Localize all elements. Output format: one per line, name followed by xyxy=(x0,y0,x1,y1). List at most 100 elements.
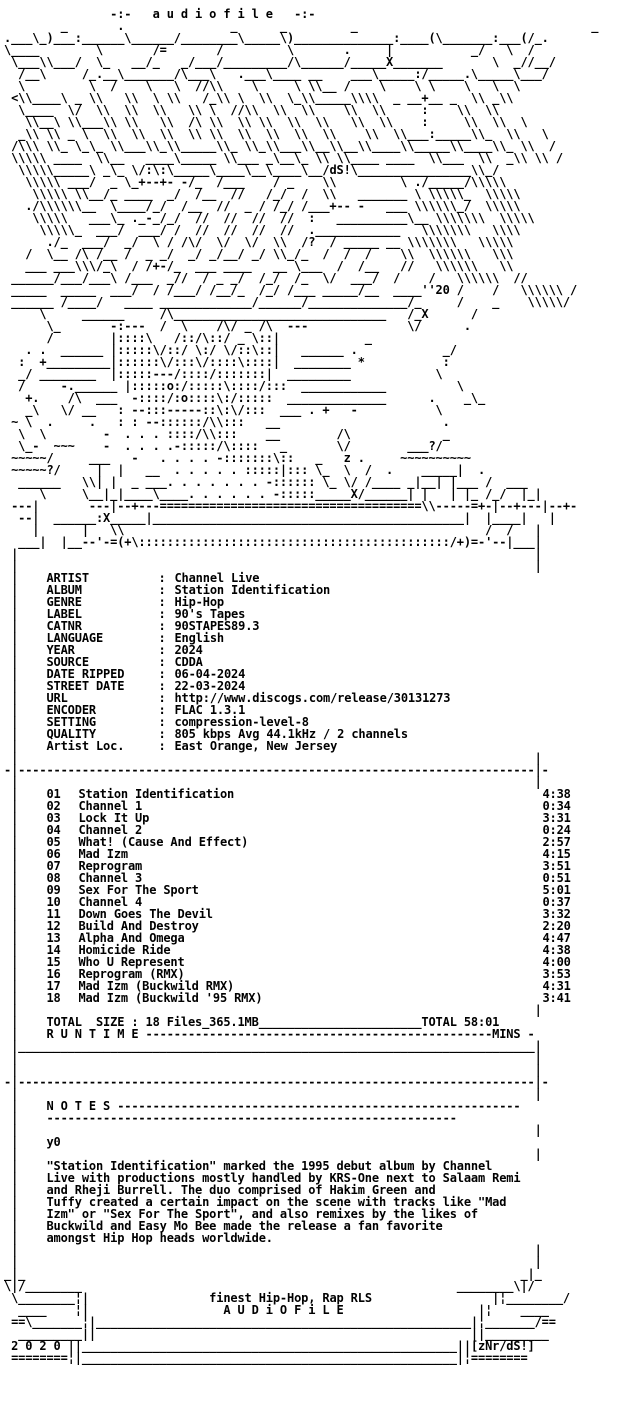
info-row: | CATNR: 90STAPES89.3 xyxy=(4,619,260,633)
track-title: Channel 1 xyxy=(78,799,143,813)
track-duration: 0:34 xyxy=(542,799,571,813)
info-label: DATE RIPPED xyxy=(46,667,125,681)
info-label: LABEL xyxy=(46,607,82,621)
info-label: SETTING xyxy=(46,715,96,729)
info-value: FLAC 1.3.1 xyxy=(174,703,246,717)
notes-line: Buckwild and Easy Mo Bee made the releas… xyxy=(46,1219,443,1233)
track-duration: 4:47 xyxy=(542,931,571,945)
track-duration: 3:53 xyxy=(542,967,571,981)
track-number: 18 xyxy=(46,991,61,1005)
track-number: 08 xyxy=(46,871,61,885)
info-value: 22-03-2024 xyxy=(174,679,246,693)
info-value: English xyxy=(174,631,224,645)
info-label: STREET DATE xyxy=(46,679,125,693)
footer-year: 2 0 2 0 xyxy=(11,1339,61,1353)
info-row: | YEAR: 2024 xyxy=(4,643,203,657)
ascii-logo: _ . _ _ _ _ .___\_)___:______\______/___… xyxy=(4,19,599,549)
info-label: YEAR xyxy=(46,643,75,657)
track-title: Channel 2 xyxy=(78,823,143,837)
info-label: URL xyxy=(46,691,68,705)
notes-line: Live with productions mostly handled by … xyxy=(46,1171,521,1185)
info-value: 2024 xyxy=(174,643,203,657)
track-duration: 4:38 xyxy=(542,787,571,801)
total-size: TOTAL SIZE : 18 Files_365.1MB___________… xyxy=(46,1015,500,1029)
notes-line: amongst Hip Hop heads worldwide. xyxy=(46,1231,273,1245)
info-label: Artist Loc. xyxy=(46,739,125,753)
notes-sig-row: | y0 xyxy=(4,1135,61,1149)
track-title: Channel 4 xyxy=(78,895,143,909)
track-duration: 4:38 xyxy=(542,943,571,957)
track-duration: 4:15 xyxy=(542,847,571,861)
info-separator: : xyxy=(158,619,173,633)
track-duration: 3:41 xyxy=(542,991,571,1005)
track-title: Who U Represent xyxy=(78,955,185,969)
banner-title: -:- a u d i o f i l e -:- xyxy=(110,7,316,21)
footer-row-1: \________¦| finest Hip-Hop, Rap RLS |¦__… xyxy=(4,1291,570,1305)
info-label: GENRE xyxy=(46,595,82,609)
track-duration: 3:32 xyxy=(542,907,571,921)
track-duration: 2:20 xyxy=(542,919,571,933)
info-row: | STREET DATE: 22-03-2024 xyxy=(4,679,246,693)
footer-tag: [zNr/dS!] xyxy=(470,1339,535,1353)
info-value: 90STAPES89.3 xyxy=(174,619,260,633)
notes-signature: y0 xyxy=(46,1135,61,1149)
track-number: 15 xyxy=(46,955,61,969)
track-duration: 4:00 xyxy=(542,955,571,969)
info-separator: : xyxy=(158,643,173,657)
info-block: | ARTIST: Channel Live | ALBUM: Station … xyxy=(4,572,624,752)
track-duration: 2:57 xyxy=(542,835,571,849)
info-label: QUALITY xyxy=(46,727,96,741)
track-number: 11 xyxy=(46,907,61,921)
info-separator: : xyxy=(158,607,173,621)
notes-line: Izm" or "Sex For The Sport", and also re… xyxy=(46,1207,479,1221)
track-number: 17 xyxy=(46,979,61,993)
notes-line-row: | Tuffy created a certain impact on the … xyxy=(4,1195,507,1209)
info-row: | Artist Loc.: East Orange, New Jersey xyxy=(4,739,338,753)
info-value: East Orange, New Jersey xyxy=(174,739,338,753)
info-value: 06-04-2024 xyxy=(174,667,246,681)
info-row: | GENRE: Hip-Hop xyxy=(4,595,224,609)
info-row: | QUALITY: 805 kbps Avg 44.1kHz / 2 chan… xyxy=(4,727,408,741)
info-row: | URL: http://www.discogs.com/release/30… xyxy=(4,691,451,705)
info-separator: : xyxy=(158,583,173,597)
track-number: 07 xyxy=(46,859,61,873)
info-row: | ENCODER: FLAC 1.3.1 xyxy=(4,703,246,717)
track-duration: 0:24 xyxy=(542,823,571,837)
track-title: Sex For The Sport xyxy=(78,883,199,897)
info-separator: : xyxy=(158,667,173,681)
track-number: 03 xyxy=(46,811,61,825)
track-title: Down Goes The Devil xyxy=(78,907,213,921)
notes-line: Tuffy created a certain impact on the sc… xyxy=(46,1195,507,1209)
info-value: Station Identification xyxy=(174,583,331,597)
notes-line-row: | Buckwild and Easy Mo Bee made the rele… xyxy=(4,1219,443,1233)
info-label: LANGUAGE xyxy=(46,631,104,645)
track-title: Alpha And Omega xyxy=(78,931,185,945)
track-duration: 0:51 xyxy=(542,871,571,885)
info-row: | DATE RIPPED: 06-04-2024 xyxy=(4,667,246,681)
info-row: | LANGUAGE: English xyxy=(4,631,224,645)
track-number: 16 xyxy=(46,967,61,981)
track-number: 02 xyxy=(46,799,61,813)
info-separator: : xyxy=(158,727,173,741)
footer-line-1: finest Hip-Hop, Rap RLS xyxy=(209,1291,372,1305)
track-number: 12 xyxy=(46,919,61,933)
track-number: 04 xyxy=(46,823,61,837)
track-title: Build And Destroy xyxy=(78,919,199,933)
info-row: | SETTING: compression-level-8 xyxy=(4,715,309,729)
info-row: | ALBUM: Station Identification xyxy=(4,583,331,597)
info-label: SOURCE xyxy=(46,655,89,669)
track-duration: 4:31 xyxy=(542,979,571,993)
info-value: compression-level-8 xyxy=(174,715,309,729)
